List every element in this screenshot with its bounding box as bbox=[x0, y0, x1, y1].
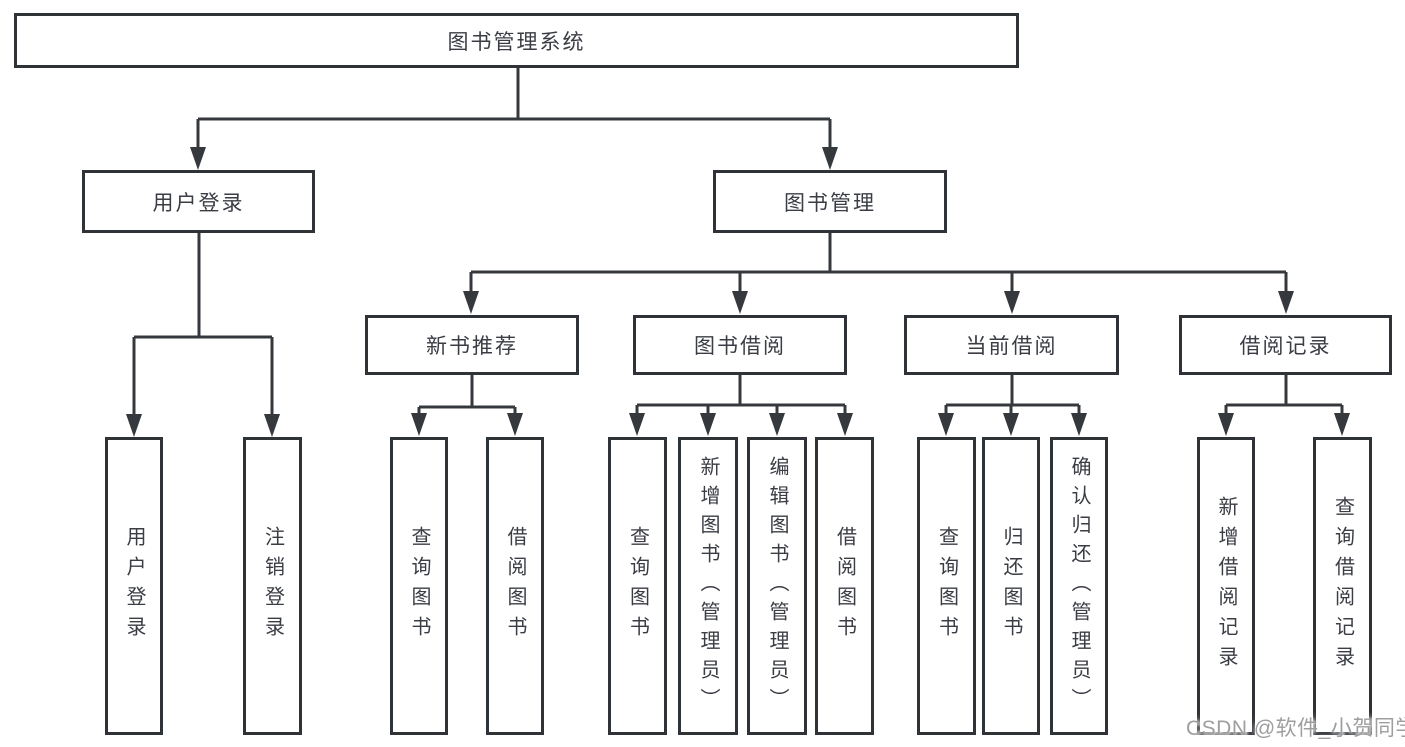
leaf-confirm-return-admin: 确认归还（管理员） bbox=[1050, 437, 1108, 735]
connector-current-borrow-to-leaves bbox=[944, 375, 1081, 419]
leaf-borrow-books-recommend: 借阅图书 bbox=[486, 437, 544, 735]
leaf-borrow-books: 借阅图书 bbox=[815, 437, 874, 735]
node-current-borrowing: 当前借阅 bbox=[904, 315, 1119, 375]
leaf-edit-books-admin: 编辑图书（管理员） bbox=[747, 437, 807, 735]
leaf-logout: 注销登录 bbox=[243, 437, 302, 735]
connector-root-to-level2 bbox=[196, 68, 832, 150]
connector-borrow-records-to-leaves bbox=[1224, 375, 1344, 419]
node-user-login-branch: 用户登录 bbox=[82, 170, 315, 233]
watermark: CSDN @软件_小贺同学 bbox=[1186, 717, 1405, 740]
connector-new-book-to-leaves bbox=[417, 375, 517, 420]
node-new-book-recommendation: 新书推荐 bbox=[365, 315, 579, 375]
leaf-add-books-admin: 新增图书（管理员） bbox=[678, 437, 738, 735]
leaf-add-borrow-record: 新增借阅记录 bbox=[1197, 437, 1255, 735]
node-book-borrowing: 图书借阅 bbox=[633, 315, 847, 375]
leaf-query-borrow-record: 查询借阅记录 bbox=[1313, 437, 1372, 735]
connector-book-mgmt-to-level3 bbox=[469, 233, 1288, 298]
node-library-management-system: 图书管理系统 bbox=[14, 13, 1019, 68]
node-book-management-branch: 图书管理 bbox=[713, 170, 947, 233]
connector-book-borrow-to-leaves bbox=[635, 375, 847, 419]
node-borrowing-records: 借阅记录 bbox=[1179, 315, 1392, 375]
leaf-query-books-current: 查询图书 bbox=[917, 437, 976, 735]
leaf-user-login: 用户登录 bbox=[105, 437, 163, 735]
leaf-return-books: 归还图书 bbox=[982, 437, 1040, 735]
connector-user-login-to-leaves bbox=[132, 233, 274, 420]
leaf-query-books-borrowing: 查询图书 bbox=[608, 437, 667, 735]
leaf-query-books-recommend: 查询图书 bbox=[390, 437, 448, 735]
